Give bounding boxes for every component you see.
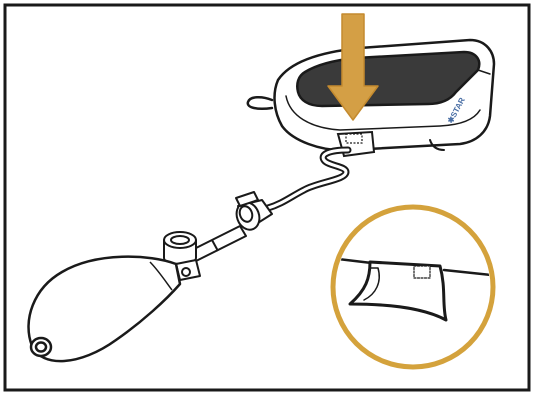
pull-tab (246, 96, 274, 110)
air-tube (264, 146, 352, 212)
magnified-detail-circle (330, 204, 496, 370)
down-arrow-icon (327, 13, 379, 121)
inflation-bulb (27, 255, 182, 363)
cushion-ridge (285, 95, 481, 131)
bulb-neck (163, 231, 201, 281)
valve (235, 191, 273, 231)
